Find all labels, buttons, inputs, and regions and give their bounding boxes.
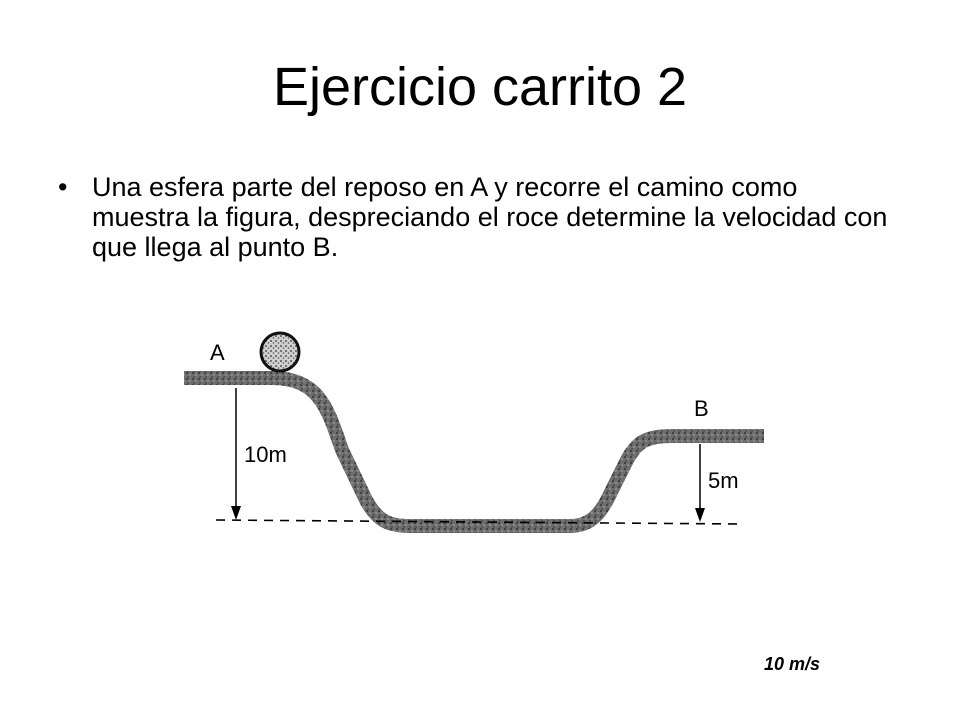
track-path: [184, 371, 764, 533]
reference-line: [215, 519, 741, 525]
label-b: B: [694, 396, 709, 421]
bullet-symbol: •: [58, 172, 68, 202]
label-a: A: [210, 340, 225, 365]
problem-statement: Una esfera parte del reposo en A y recor…: [92, 172, 888, 262]
height-label-a: 10m: [244, 442, 287, 467]
ball: [259, 331, 301, 373]
height-label-b: 5m: [708, 468, 739, 493]
height-arrow-a: [231, 388, 241, 520]
height-arrow-b: [695, 444, 705, 522]
answer-text: 10 m/s: [764, 654, 821, 674]
slide-title: Ejercicio carrito 2: [272, 57, 688, 117]
